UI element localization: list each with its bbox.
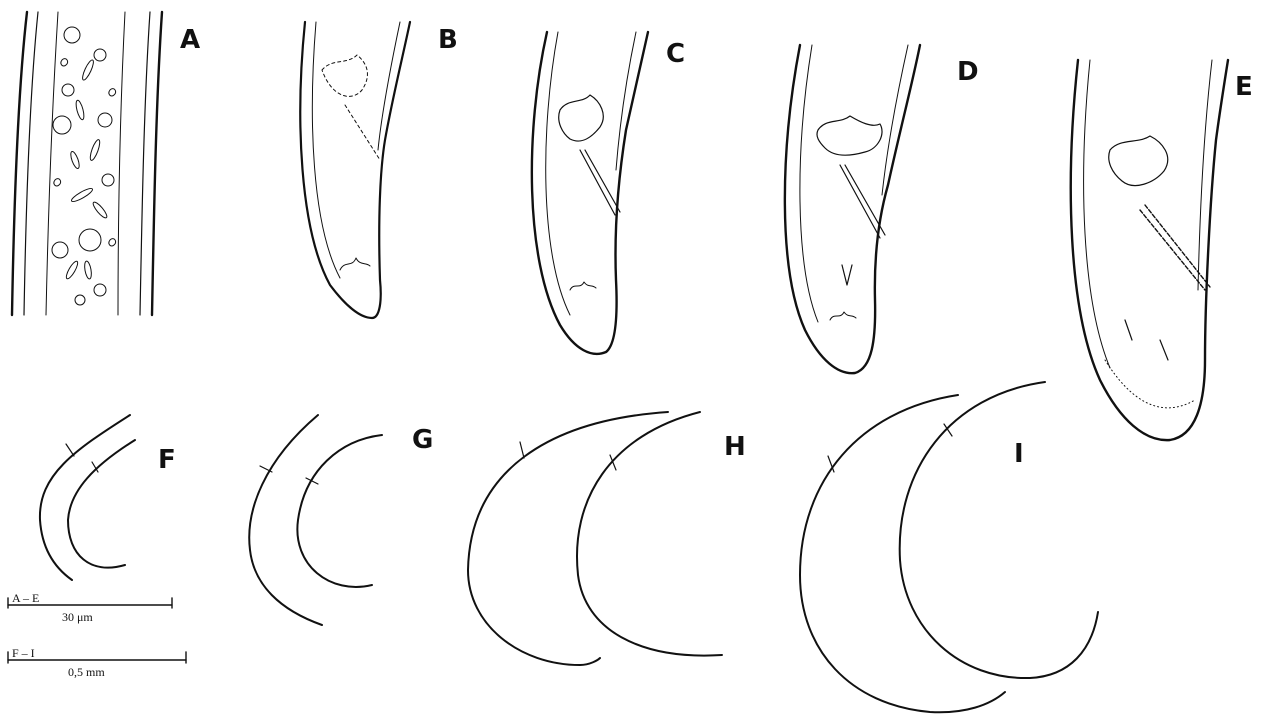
panel-f-drawing (40, 415, 135, 580)
scale-bar-a-e-range: A – E (12, 591, 39, 605)
panel-label-i: I (1014, 439, 1024, 469)
scale-bar-f-i: F – I 0,5 mm (8, 646, 186, 679)
panel-label-f: F (158, 445, 176, 475)
panel-label-h: H (724, 432, 746, 462)
panel-label-b: B (438, 25, 458, 55)
panel-d-drawing (785, 45, 920, 373)
scale-bar-a-e: A – E 30 μm (8, 591, 172, 624)
panel-e-drawing (1071, 60, 1228, 440)
panel-label-a: A (180, 25, 200, 55)
scale-bar-a-e-value: 30 μm (62, 610, 93, 624)
panel-label-e: E (1235, 72, 1253, 102)
panel-label-c: C (666, 39, 685, 69)
panel-label-d: D (957, 57, 979, 87)
panel-c-drawing (532, 32, 648, 354)
panel-h-drawing (468, 412, 722, 665)
scale-bar-f-i-range: F – I (12, 646, 35, 660)
panel-g-drawing (249, 415, 382, 625)
panel-label-g: G (412, 425, 433, 455)
panel-a-drawing (12, 12, 162, 315)
panel-i-drawing (800, 382, 1098, 712)
panel-b-drawing (300, 22, 410, 318)
scale-bar-f-i-value: 0,5 mm (68, 665, 105, 679)
